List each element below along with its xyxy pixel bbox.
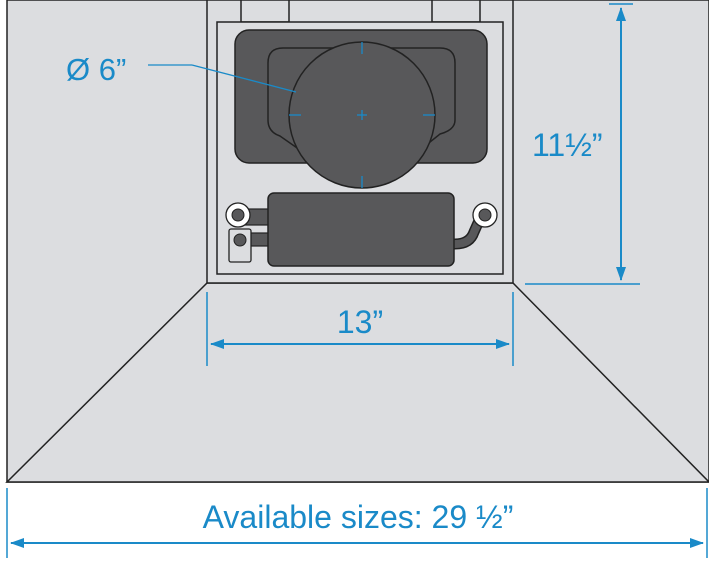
blower-assembly: [234, 29, 488, 189]
width-label: 13”: [337, 304, 383, 340]
top-bracket-right: [431, 0, 481, 23]
controller-assembly: [225, 192, 498, 267]
right-fitting-inner: [478, 208, 492, 222]
right-hose-fill: [451, 210, 486, 248]
available-sizes-label: Available sizes: 29 ½”: [203, 499, 514, 535]
diameter-label: Ø 6”: [66, 52, 126, 87]
controller-box: [267, 192, 455, 267]
top-bracket-left: [240, 0, 290, 23]
diameter-leader-slope: [191, 64, 297, 93]
center-marks: [289, 42, 435, 188]
left-fitting-inner: [231, 208, 245, 222]
left-connector-dot: [233, 233, 247, 247]
height-label: 11½”: [532, 127, 603, 163]
dimensions: [6, 3, 708, 558]
